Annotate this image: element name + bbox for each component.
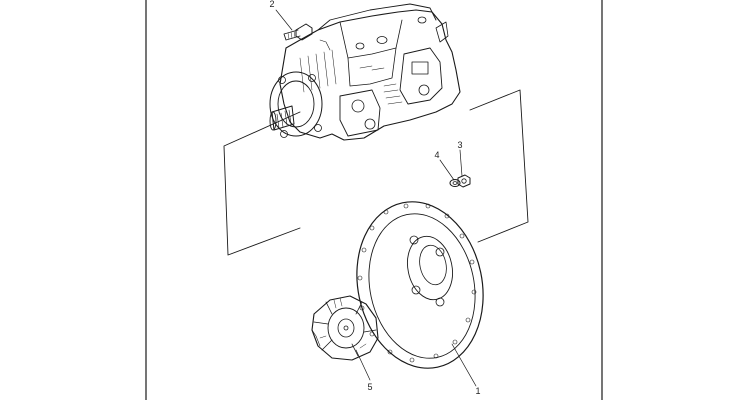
callout-3: 3	[457, 140, 462, 150]
leader-lines	[275, 9, 477, 387]
callout-2: 2	[269, 0, 274, 9]
callout-1: 1	[475, 386, 480, 396]
flange-rim-holes	[357, 203, 477, 363]
callout-4: 4	[434, 150, 439, 160]
mounting-bolt	[283, 23, 313, 41]
assembly-plane-lines	[223, 89, 529, 256]
nut	[457, 174, 471, 188]
washer	[449, 179, 461, 187]
hydraulic-pump	[269, 3, 461, 141]
flywheel-flange	[356, 201, 484, 369]
flexible-coupling	[311, 295, 379, 361]
callout-5: 5	[367, 382, 372, 392]
